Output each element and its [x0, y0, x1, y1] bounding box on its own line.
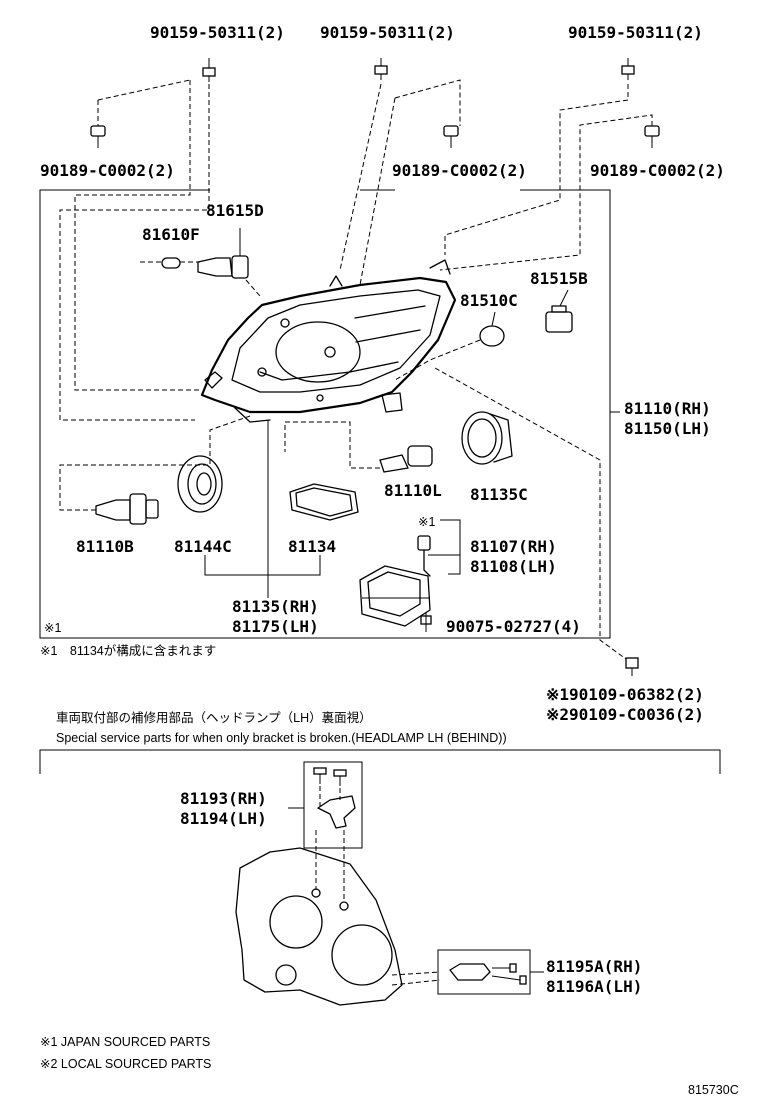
lower-frame [39, 749, 721, 774]
clip-icon-left [90, 125, 106, 148]
bulb-81510c-icon [394, 311, 505, 381]
screw-icon-top-left [202, 58, 216, 82]
label-81515b: 81515B [530, 269, 588, 288]
label-computer-rh: 81107(RH) [470, 537, 557, 556]
label-clip-right: 90189-C0002(2) [590, 161, 725, 180]
label-computer-lh: 81108(LH) [470, 557, 557, 576]
headlamp-assembly [200, 259, 457, 423]
diagram-code: 815730C [688, 1083, 739, 1097]
label-note-mark-1: ※1 [418, 515, 435, 529]
label-clip-mid: 90189-C0002(2) [392, 161, 527, 180]
bolt-90109-icon [625, 657, 639, 676]
cover-81135c-icon [461, 411, 513, 465]
legend-japan-sourced: ※1 JAPAN SOURCED PARTS [40, 1035, 210, 1049]
label-screw-top-mid: 90159-50311(2) [320, 23, 455, 42]
main-frame [39, 189, 611, 639]
label-bracket-rh: 81193(RH) [180, 789, 267, 808]
service-note-jp: 車両取付部の補修用部品（ヘッドランプ（LH）裏面視） [56, 710, 372, 725]
label-81510c: 81510C [460, 291, 518, 310]
label-clip-left: 90189-C0002(2) [40, 161, 175, 180]
label-bracket2-rh: 81195A(RH) [546, 957, 642, 976]
clip-icon-mid [443, 125, 459, 148]
label-cover-lh: 81175(LH) [232, 617, 319, 636]
bulb-81615d-icon [197, 228, 261, 297]
label-box-note-mark: ※1 [44, 621, 61, 635]
label-headlamp-lh: 81150(LH) [624, 419, 711, 438]
gasket-81134-icon [289, 483, 359, 521]
clip-icon-right [644, 125, 660, 148]
label-screw-top-left: 90159-50311(2) [150, 23, 285, 42]
label-81110b: 81110B [76, 537, 134, 556]
label-bolt-2: ※290109-C0036(2) [546, 705, 704, 724]
cover-81144c-icon [177, 455, 223, 513]
bulb-81110l-icon [284, 421, 433, 473]
label-81134: 81134 [288, 537, 336, 556]
computer-81107-icon [359, 535, 431, 627]
label-screw-top-right: 90159-50311(2) [568, 23, 703, 42]
screw-icon-top-mid [374, 58, 388, 80]
label-81135c: 81135C [470, 485, 528, 504]
label-bracket2-lh: 81196A(LH) [546, 977, 642, 996]
label-81110l: 81110L [384, 481, 442, 500]
service-note-en: Special service parts for when only brac… [56, 731, 507, 745]
socket-81515b-icon [545, 289, 573, 333]
screw-90075-icon [420, 612, 432, 632]
label-bolt-1: ※190109-06382(2) [546, 685, 704, 704]
bulb-81610f-icon [140, 257, 200, 269]
label-headlamp-rh: 81110(RH) [624, 399, 711, 418]
footnote-81134: ※1 81134が構成に含まれます [40, 643, 216, 658]
bracket-81195a-icon [437, 949, 531, 995]
label-cover-rh: 81135(RH) [232, 597, 319, 616]
label-81610f: 81610F [142, 225, 200, 244]
label-screw-90075: 90075-02727(4) [446, 617, 581, 636]
label-81144c: 81144C [174, 537, 232, 556]
bulb-81110b-icon [59, 415, 251, 525]
bracket-81193-icon [303, 761, 363, 900]
screw-icon-top-right [621, 58, 635, 80]
headlamp-rear-view [235, 847, 441, 1006]
label-bracket-lh: 81194(LH) [180, 809, 267, 828]
legend-local-sourced: ※2 LOCAL SOURCED PARTS [40, 1057, 211, 1071]
label-81615d: 81615D [206, 201, 264, 220]
